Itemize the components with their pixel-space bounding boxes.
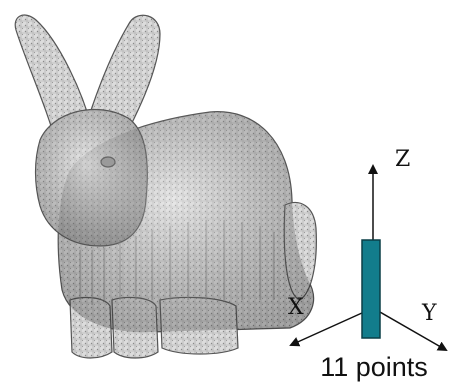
points-column-bar — [361, 239, 381, 339]
z-axis-label: Z — [395, 147, 410, 172]
points-caption: 11 points — [320, 352, 428, 382]
y-axis-label: Y — [421, 301, 437, 326]
y-axis — [372, 307, 448, 351]
x-axis-label: X — [288, 295, 304, 320]
bunny-point-cloud — [14, 14, 317, 359]
x-axis — [289, 307, 374, 347]
bunny-eye — [100, 156, 116, 168]
